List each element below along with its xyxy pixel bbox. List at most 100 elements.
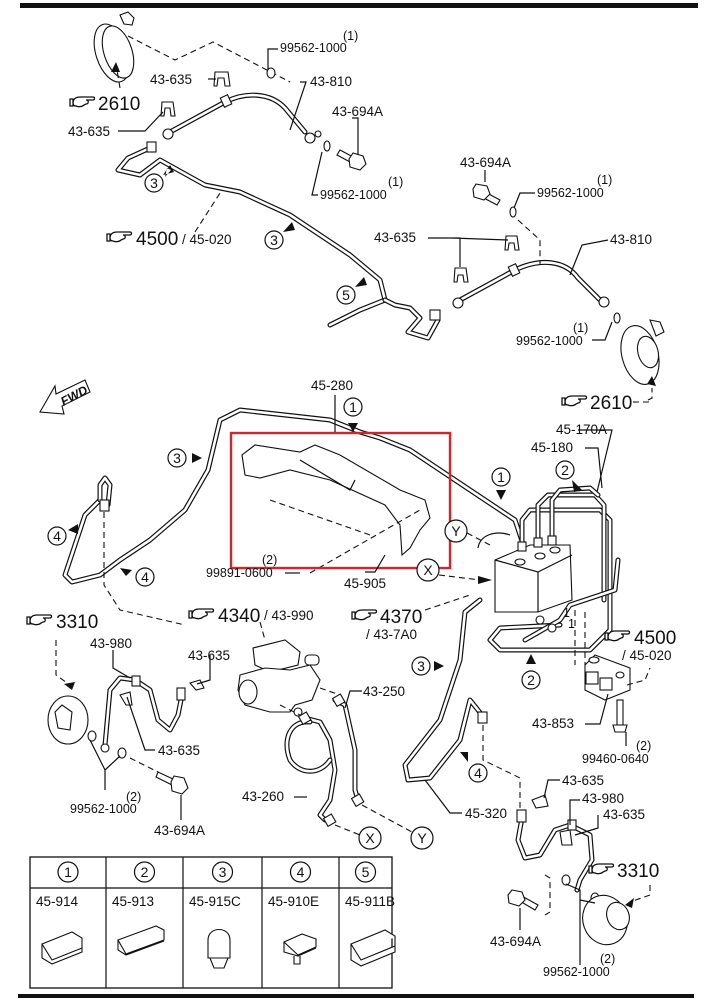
brake-drum-cover-top-right [620, 319, 665, 385]
svg-text:4: 4 [474, 765, 482, 781]
part-label-43-694A: 43-694A [154, 823, 205, 838]
callout-3-c: 3 [167, 448, 202, 468]
qty-label: (2) [636, 739, 651, 753]
clip-43-635 [453, 267, 469, 283]
reference-4500-top: 4500 / 45-020 [106, 229, 232, 250]
leader-dashed [127, 35, 291, 83]
table-callout-circle [57, 861, 79, 883]
part-label-99562-1000: 99562-1000 [70, 802, 137, 816]
washer [87, 730, 97, 742]
leader-dashed [574, 610, 586, 665]
svg-text:Y: Y [417, 830, 427, 846]
callout-2-b: 2 [521, 654, 541, 690]
svg-text:/ 43-7A0: / 43-7A0 [366, 627, 417, 642]
master-cylinder [237, 639, 321, 717]
abs-hydraulic-unit [477, 532, 573, 613]
leader-dashed [517, 219, 541, 265]
abs-lines-45-170A-45-180 [487, 485, 621, 653]
brake-pipe-top [115, 141, 441, 341]
table-callout-circle [354, 861, 377, 883]
svg-text:4: 4 [141, 569, 149, 585]
leader-dashed [279, 687, 341, 721]
clip-43-635 [189, 679, 205, 691]
table-callout-circle [133, 861, 156, 883]
table-callout-number: 5 [362, 864, 370, 880]
part-label-43-635: 43-635 [562, 773, 604, 788]
callout-x-top[interactable]: X [416, 558, 440, 582]
svg-text:3310: 3310 [617, 861, 659, 882]
part-label-43-810: 43-810 [610, 232, 652, 247]
bolt-99460-0640 [612, 699, 628, 733]
part-label-43-635: 43-635 [68, 124, 110, 139]
table-callout-number: 3 [219, 864, 227, 880]
part-label-43-635: 43-635 [150, 72, 192, 87]
part-label-45-170A: 45-170A [556, 422, 607, 437]
reference-3310-left: 3310 [26, 612, 98, 633]
callout-3-b: 3 [264, 222, 295, 250]
svg-text:1: 1 [568, 617, 575, 631]
reference-2610-top: 2610 [69, 94, 140, 115]
callout-3-d: 3 [411, 656, 444, 676]
brake-pipe-45-320 [402, 597, 488, 783]
brake-hose-43-980-left [100, 675, 186, 753]
clip-43-635 [559, 829, 573, 846]
part-label-43-260: 43-260 [242, 789, 284, 804]
qty-label: (1) [597, 173, 612, 187]
leader-dashed [194, 189, 223, 233]
part-label-43-635: 43-635 [603, 807, 645, 822]
svg-text:2: 2 [561, 462, 569, 478]
brake-hose-top-right [452, 259, 610, 309]
reference-4370: 4370 / 43-7A0 [351, 607, 422, 642]
leader-dashed [482, 725, 521, 815]
svg-text:1: 1 [497, 469, 505, 485]
callout-x-bottom[interactable]: X [358, 826, 382, 850]
part-label-99562-1000: 99562-1000 [537, 186, 604, 200]
pipe-clip-illustration [41, 931, 83, 965]
leader-dashed [629, 885, 651, 903]
callout-y-bottom[interactable]: Y [410, 826, 434, 850]
leader-dashed [466, 532, 491, 546]
qty-label: (2) [262, 553, 277, 567]
svg-text:3: 3 [150, 175, 158, 191]
arrow-head [478, 576, 492, 584]
pointing-hand-icon [106, 231, 133, 243]
svg-text:/ 43-990: / 43-990 [264, 608, 314, 623]
svg-text:1: 1 [349, 399, 357, 415]
clip-reference-table [29, 856, 393, 989]
washer [117, 747, 127, 759]
svg-text:3: 3 [270, 232, 278, 248]
part-label-43-694A: 43-694A [460, 155, 511, 170]
washer [561, 874, 571, 886]
svg-text:2610: 2610 [590, 393, 632, 414]
reference-4500-right: 4500 / 45-020 [604, 628, 676, 663]
leader-dashed [438, 574, 481, 581]
bolt-43-694A-top-right [472, 183, 501, 206]
svg-text:3: 3 [173, 450, 181, 466]
qty-label: (2) [600, 952, 615, 966]
svg-text:2: 2 [527, 672, 535, 688]
svg-text:X: X [423, 562, 433, 578]
part-label-43-694A: 43-694A [490, 934, 541, 949]
pipe-clip-illustration [283, 933, 317, 965]
svg-text:4370: 4370 [380, 607, 422, 628]
arrow-head [64, 682, 75, 690]
pointing-hand-icon [26, 614, 53, 626]
callout-y-top[interactable]: Y [444, 519, 468, 543]
part-label-43-980: 43-980 [90, 636, 132, 651]
svg-text:2610: 2610 [98, 94, 140, 115]
qty-label: (1) [343, 29, 358, 43]
bolt-43-694A-left [155, 771, 189, 795]
clip-43-635-top-a [213, 71, 231, 87]
bolt-43-694A-top [336, 149, 367, 171]
top-rule [20, 3, 698, 8]
table-part-number: 45-914 [36, 894, 79, 909]
fwd-direction-arrow: FWD [39, 379, 91, 415]
part-label-99891-0600: 99891-0600 [206, 566, 273, 580]
arrow-head [625, 898, 634, 908]
part-label-43-250: 43-250 [363, 684, 405, 699]
pipe-clip-illustration [350, 929, 396, 967]
part-label-99562-1000: 99562-1000 [516, 334, 583, 348]
pointing-hand-icon [351, 609, 378, 621]
brake-drum-cover-bottom-left [47, 695, 89, 745]
pointing-hand-icon [561, 395, 588, 407]
